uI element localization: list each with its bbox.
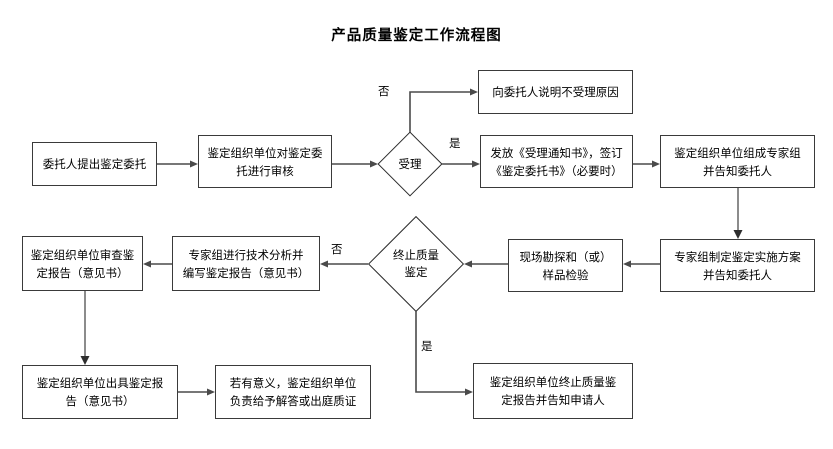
node-issue-report[interactable]: 鉴定组织单位出具鉴定报 告（意见书） — [22, 365, 178, 419]
node-issue-notice-label: 发放《受理通知书》，签订 《鉴定委托书》（必要时） — [490, 145, 623, 178]
node-explain-reason[interactable]: 向委托人说明不受理原因 — [478, 70, 633, 114]
node-answer-or-court[interactable]: 若有意义，鉴定组织单位 负责给予解答或出庭质证 — [215, 365, 371, 419]
node-terminate-decision-label: 终止质量 鉴定 — [393, 248, 439, 279]
node-org-review[interactable]: 鉴定组织单位对鉴定委 托进行审核 — [198, 135, 332, 188]
node-org-review-label: 鉴定组织单位对鉴定委 托进行审核 — [207, 145, 323, 178]
node-site-survey-label: 现场勘探和（或） 样品检验 — [519, 249, 612, 282]
node-terminate-report[interactable]: 鉴定组织单位终止质量鉴 定报告并告知申请人 — [473, 363, 633, 419]
edge-label-no-terminate: 否 — [331, 242, 343, 256]
edge-label-yes-accept: 是 — [449, 136, 461, 150]
node-expert-plan[interactable]: 专家组制定鉴定实施方案 并告知委托人 — [660, 239, 815, 292]
node-form-expert-group[interactable]: 鉴定组织单位组成专家组 并告知委托人 — [660, 135, 815, 188]
node-issue-notice[interactable]: 发放《受理通知书》，签订 《鉴定委托书》（必要时） — [480, 135, 633, 188]
node-terminate-report-label: 鉴定组织单位终止质量鉴 定报告并告知申请人 — [489, 375, 617, 407]
node-site-survey[interactable]: 现场勘探和（或） 样品检验 — [508, 239, 623, 292]
node-client-request[interactable]: 委托人提出鉴定委托 — [32, 142, 157, 186]
node-answer-or-court-label: 若有意义，鉴定组织单位 负责给予解答或出庭质证 — [229, 376, 357, 408]
node-org-audit-report-label: 鉴定组织单位审查鉴 定报告（意见书） — [30, 247, 135, 280]
node-accept-decision-label: 受理 — [398, 156, 422, 171]
node-issue-report-label: 鉴定组织单位出具鉴定报 告（意见书） — [36, 376, 164, 408]
node-expert-analysis-label: 专家组进行技术分析并 编写鉴定报告（意见书） — [182, 247, 310, 280]
node-explain-reason-label: 向委托人说明不受理原因 — [492, 85, 619, 99]
edge-label-no-accept: 否 — [378, 84, 390, 98]
page-title: 产品质量鉴定工作流程图 — [331, 28, 502, 44]
node-expert-analysis[interactable]: 专家组进行技术分析并 编写鉴定报告（意见书） — [172, 236, 320, 291]
node-org-audit-report[interactable]: 鉴定组织单位审查鉴 定报告（意见书） — [22, 236, 143, 291]
node-terminate-decision[interactable]: 终止质量 鉴定 — [367, 215, 465, 313]
node-client-request-label: 委托人提出鉴定委托 — [42, 157, 147, 171]
node-form-expert-group-label: 鉴定组织单位组成专家组 并告知委托人 — [674, 145, 801, 178]
edge-label-yes-terminate: 是 — [421, 339, 433, 353]
node-expert-plan-label: 专家组制定鉴定实施方案 并告知委托人 — [674, 249, 801, 282]
node-accept-decision[interactable]: 受理 — [377, 131, 443, 197]
